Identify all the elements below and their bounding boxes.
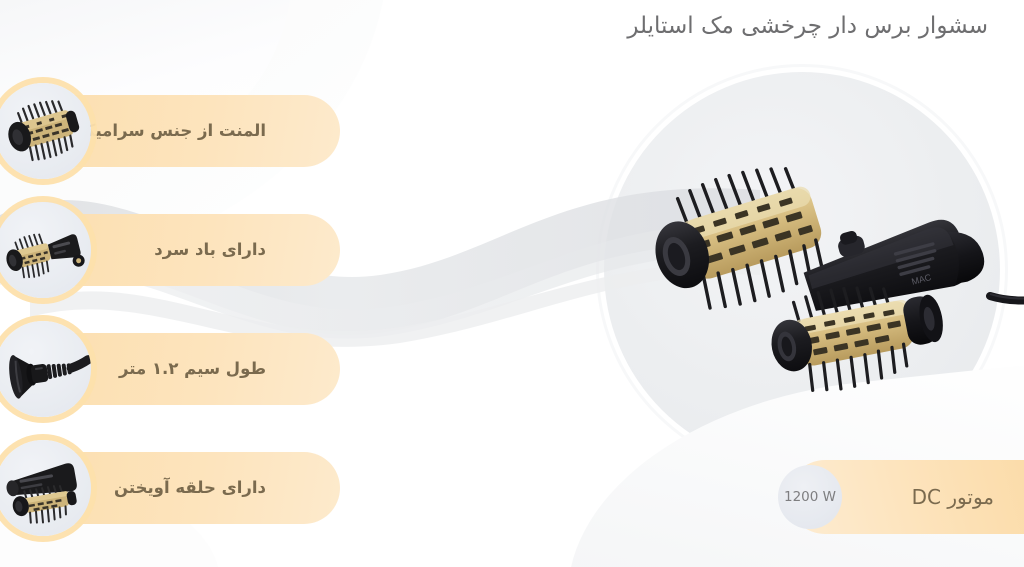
hanging-loop-icon [0,440,91,536]
feature-item-ceramic-element[interactable]: المنت از جنس سرامیک [0,83,340,179]
brush-dryer-icon [0,202,91,298]
brush-head-icon [0,83,91,179]
motor-label: موتور DC [911,485,994,509]
feature-label: دارای باد سرد [154,240,266,259]
rotating-brush-hair-dryer-icon: MAC [655,167,1024,392]
hero-product-image: MAC [612,150,1024,400]
feature-list: المنت از جنس سرامیک [0,83,340,567]
feature-label: دارای حلقه آویختن [114,478,266,497]
motor-badge[interactable]: موتور DC 1200 W [778,460,1024,534]
feature-label: المنت از جنس سرامیک [78,121,266,140]
feature-item-cord-length[interactable]: طول سیم ۱.۲ متر [0,321,340,417]
feature-item-cold-air[interactable]: دارای باد سرد [0,202,340,298]
wattage-chip: 1200 W [778,465,842,529]
feature-item-hanging-loop[interactable]: دارای حلقه آویختن [0,440,340,536]
feature-label: طول سیم ۱.۲ متر [119,359,266,378]
page-title: سشوار برس دار چرخشی مک استایلر [627,13,988,39]
power-plug-icon [0,321,91,417]
